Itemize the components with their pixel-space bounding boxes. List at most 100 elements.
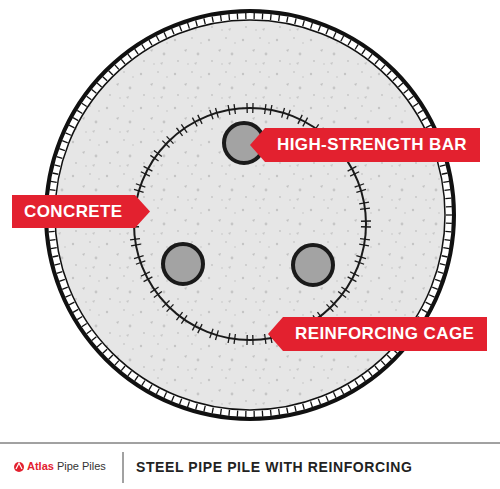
cage-tie (154, 150, 162, 156)
cage-tie (134, 256, 144, 259)
pipe-wall-tick (369, 54, 373, 59)
cage-tie (141, 272, 150, 276)
pipe-wall-tick (446, 223, 452, 225)
pipe-wall-tick (287, 17, 288, 23)
cage-tie (198, 115, 202, 124)
pipe-wall-tick (92, 337, 97, 341)
pipe-wall-tick (442, 256, 448, 257)
pipe-wall-tick (212, 17, 213, 23)
cage-tie (228, 105, 230, 115)
cage-tie (359, 244, 369, 246)
pipe-wall-tick (82, 103, 87, 106)
pipe-wall-tick (278, 15, 280, 21)
pipe-wall-tick (57, 157, 63, 159)
pipe-wall-tick (77, 110, 82, 113)
pipe-wall-tick (318, 26, 320, 32)
callout-tag-shape (12, 195, 150, 228)
pipe-wall-tick (57, 272, 63, 274)
pipe-wall-tick (432, 287, 438, 289)
callout-tag: REINFORCING CAGE (268, 317, 487, 351)
pipe-wall-tick (180, 26, 182, 32)
callout-label: REINFORCING CAGE (295, 324, 474, 344)
cage-tie (181, 124, 187, 132)
cage-tie (356, 189, 366, 192)
cage-tie (141, 172, 150, 176)
pipe-wall-tick (109, 355, 113, 359)
pipe-wall-tick (398, 83, 403, 87)
pipe-wall-tick (180, 399, 182, 405)
cage-tie (361, 220, 371, 222)
cage-tie (303, 118, 308, 127)
pipe-wall-tick (435, 279, 441, 281)
pipe-wall-tick (393, 77, 397, 81)
cage-tie (234, 334, 235, 344)
pipe-wall-tick (369, 371, 373, 376)
pipe-wall-tick (237, 411, 239, 417)
pipe-wall-tick (355, 380, 358, 385)
callout-label: HIGH-STRENGTH BAR (277, 135, 467, 155)
pipe-wall-tick (97, 343, 102, 347)
pipe-wall-tick (52, 173, 58, 174)
pipe-wall-tick (287, 408, 288, 414)
pipe-wall-tick (92, 90, 97, 94)
pipe-wall-tick (295, 18, 296, 24)
pipe-wall-tick (429, 295, 434, 297)
pipe-wall-tick (426, 125, 431, 128)
pipe-wall-tick (253, 13, 254, 19)
pipe-wall-tick (87, 96, 92, 100)
pipe-wall-tick (188, 23, 190, 29)
pipe-wall-tick (62, 141, 68, 143)
pipe-wall-tick (142, 380, 145, 385)
cage-tie (350, 172, 359, 176)
pipe-wall-tick (156, 36, 159, 41)
pipe-wall-tick (303, 20, 305, 26)
cage-tie (341, 287, 349, 293)
cage-tie (356, 256, 366, 259)
pipe-wall-tick (73, 309, 78, 312)
cage-tie (162, 301, 169, 308)
pipe-wall-tick (54, 165, 60, 166)
cage-tie (136, 261, 145, 264)
cage-tie (270, 105, 272, 115)
pipe-wall-tick (348, 40, 351, 45)
high-strength-bar (293, 245, 333, 285)
pipe-wall-tick (278, 409, 280, 415)
pipe-wall-tick (51, 248, 57, 249)
pipe-wall-tick (103, 77, 107, 81)
pipe-wall-tick (149, 385, 152, 390)
cage-tie (355, 261, 364, 264)
pipe-wall-tick (270, 410, 272, 416)
pipe-wall-tick (326, 396, 328, 402)
pipe-wall-tick (135, 49, 138, 54)
pipe-wall-tick (164, 32, 167, 37)
cage-tie (210, 110, 213, 119)
pipe-wall-tick (333, 32, 336, 37)
pipe-wall-tick (228, 410, 230, 416)
footer-rule (0, 443, 500, 444)
pipe-wall-tick (303, 404, 305, 410)
pipe-wall-tick (59, 279, 65, 281)
pipe-wall-tick (204, 406, 205, 412)
pipe-wall-tick (121, 366, 125, 371)
pipe-wall-tick (404, 90, 409, 94)
cage-tie (360, 208, 370, 209)
pipe-wall-tick (65, 133, 70, 135)
pipe-wall-tick (128, 371, 132, 376)
cage-tie (287, 110, 290, 119)
pipe-wall-tick (362, 49, 365, 54)
cage-tie (246, 335, 248, 345)
cage-tie (338, 291, 346, 297)
cage-tie (136, 184, 145, 187)
pipe-wall-tick (220, 15, 222, 21)
cage-tie (252, 335, 254, 345)
pipe-wall-tick (128, 54, 132, 59)
pipe-wall-tick (311, 401, 313, 407)
logo-word: Pipe Piles (57, 460, 106, 472)
cage-tie (350, 272, 359, 276)
cage-tie (130, 239, 140, 240)
pipe-wall-tick (220, 409, 222, 415)
pipe-wall-tick (362, 376, 365, 381)
pipe-wall-tick (341, 36, 344, 41)
cage-tie (176, 128, 182, 136)
